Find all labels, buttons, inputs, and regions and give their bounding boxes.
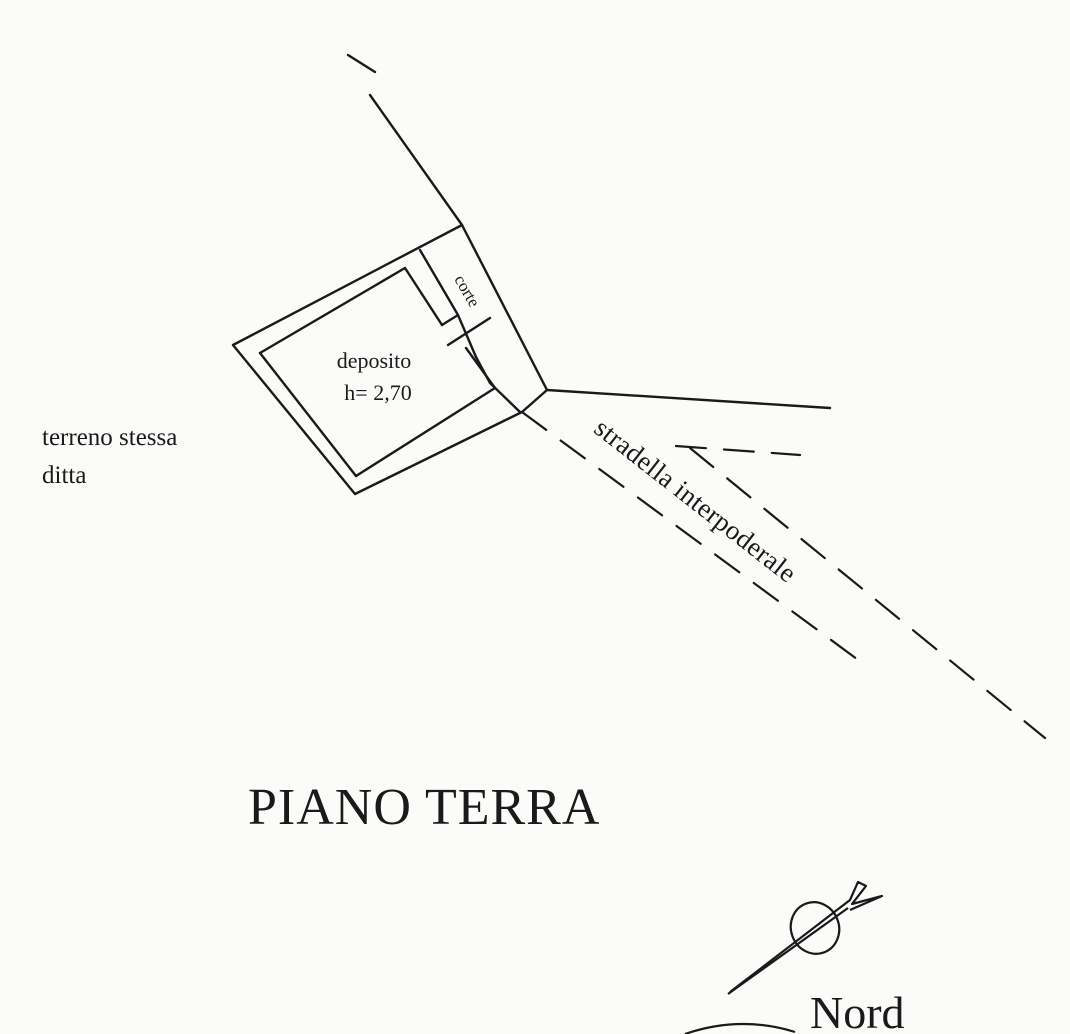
door-mark <box>456 313 478 359</box>
road-branch <box>674 444 802 457</box>
deposito-label: deposito <box>336 348 412 373</box>
boundary-line-north-west <box>346 53 464 227</box>
north-label: Nord <box>810 987 905 1034</box>
deposito-inner-wall-left <box>258 351 358 478</box>
building-outer-wall <box>231 223 549 496</box>
deposito-height-label: h= 2,70 <box>344 380 412 405</box>
north-arrow-icon <box>684 880 884 1034</box>
boundary-line-east <box>545 388 832 410</box>
neighbour-label-line2: ditta <box>42 462 87 489</box>
road-line-south <box>520 410 867 667</box>
road-line-north <box>688 446 1047 740</box>
neighbour-label-line1: terreno stessa <box>42 424 178 451</box>
page-title: PIANO TERRA <box>248 779 601 836</box>
